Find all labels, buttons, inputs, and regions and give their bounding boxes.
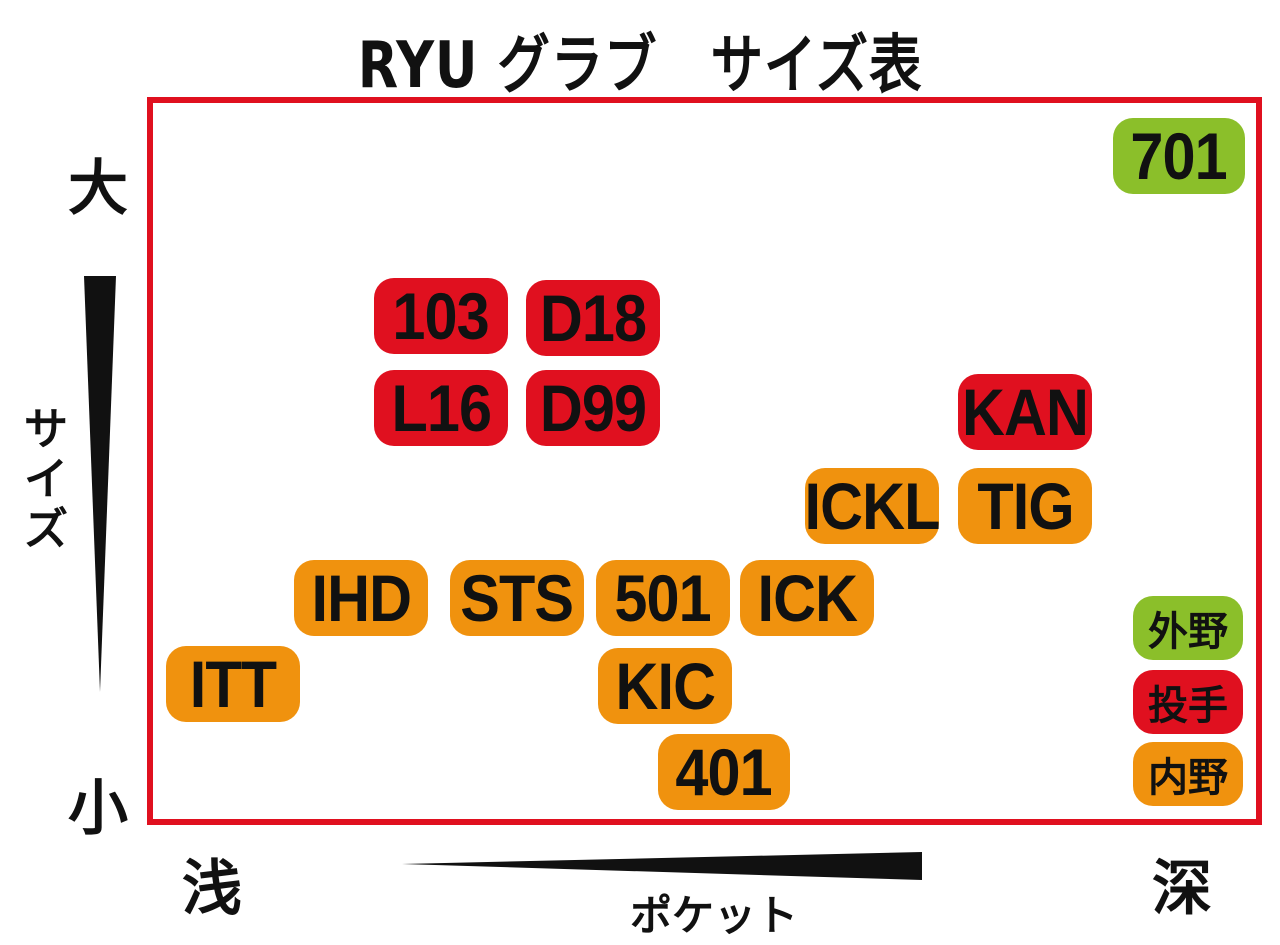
model-badge-401: 401 bbox=[658, 734, 790, 810]
model-badge-itt: ITT bbox=[166, 646, 300, 722]
y-axis-small-label: 小 bbox=[68, 774, 128, 844]
model-badge-label: ICK bbox=[757, 561, 858, 635]
model-badge-501: 501 bbox=[596, 560, 730, 636]
model-badge-kan: KAN bbox=[958, 374, 1092, 450]
model-badge-sts: STS bbox=[450, 560, 584, 636]
model-badge-label: D99 bbox=[539, 371, 647, 445]
y-axis-title-char-1: サ bbox=[24, 404, 68, 455]
model-badge-label: 103 bbox=[392, 279, 490, 353]
model-badge-label: 401 bbox=[675, 735, 773, 809]
model-badge-kic: KIC bbox=[598, 648, 732, 724]
model-badge-103: 103 bbox=[374, 278, 508, 354]
size-wedge-icon bbox=[84, 276, 116, 692]
x-axis-title: ポケット bbox=[630, 891, 799, 940]
model-badge-label: 501 bbox=[614, 561, 712, 635]
model-badge-label: ITT bbox=[189, 647, 277, 721]
model-badge-label: STS bbox=[460, 561, 575, 635]
model-badge-label: ICKL bbox=[804, 469, 941, 543]
model-badge-ick: ICK bbox=[740, 560, 874, 636]
model-badge-label: KAN bbox=[962, 375, 1089, 449]
model-badge-label: 701 bbox=[1130, 119, 1228, 193]
y-axis-title-char-3: ズ bbox=[24, 504, 68, 555]
y-axis-title-char-2: イ bbox=[24, 454, 68, 505]
legend-outfield: 外野 bbox=[1133, 596, 1243, 660]
pocket-wedge-icon bbox=[402, 852, 922, 880]
model-badge-701: 701 bbox=[1113, 118, 1245, 194]
model-badge-ihd: IHD bbox=[294, 560, 428, 636]
model-badge-d99: D99 bbox=[526, 370, 660, 446]
chart-frame bbox=[147, 97, 1262, 825]
model-badge-label: D18 bbox=[539, 281, 647, 355]
model-badge-tig: TIG bbox=[958, 468, 1092, 544]
x-axis-deep-label: 深 bbox=[1152, 854, 1212, 924]
legend-infield: 内野 bbox=[1133, 742, 1243, 806]
y-axis-large-label: 大 bbox=[68, 154, 128, 224]
y-axis-title: サ イ ズ bbox=[18, 405, 74, 555]
x-axis-shallow-label: 浅 bbox=[182, 854, 242, 924]
legend-pitcher: 投手 bbox=[1133, 670, 1243, 734]
model-badge-label: KIC bbox=[615, 649, 716, 723]
model-badge-label: TIG bbox=[976, 469, 1074, 543]
model-badge-label: IHD bbox=[311, 561, 412, 635]
model-badge-l16: L16 bbox=[374, 370, 508, 446]
model-badge-d18: D18 bbox=[526, 280, 660, 356]
model-badge-ickl: ICKL bbox=[804, 468, 941, 544]
chart-title: RYU グラブ サイズ表 bbox=[357, 29, 923, 103]
model-badge-label: L16 bbox=[391, 371, 492, 445]
